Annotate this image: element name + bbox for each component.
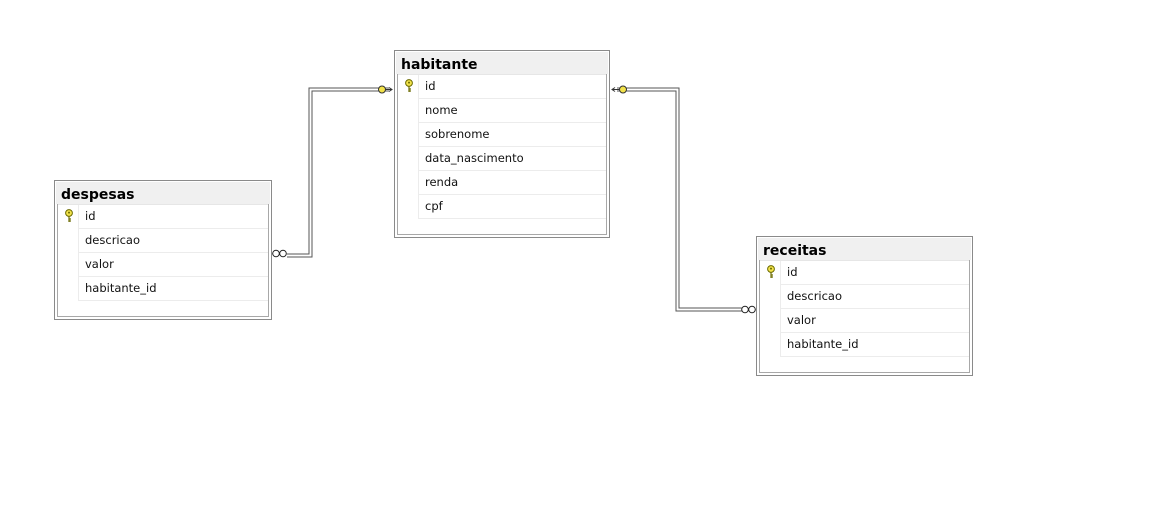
row-gutter	[760, 309, 781, 333]
column-name: renda	[425, 175, 459, 189]
table-title[interactable]: despesas	[56, 182, 270, 204]
row-gutter	[760, 285, 781, 309]
column-name: cpf	[425, 199, 443, 213]
primary-key-icon	[405, 79, 413, 92]
row-gutter	[58, 277, 79, 301]
column-row-cpf[interactable]: cpf	[398, 195, 606, 219]
relationship-habitante-receitas[interactable]	[611, 85, 756, 314]
primary-key-end-icon	[611, 85, 627, 94]
column-row-habitante-id[interactable]: habitante_id	[760, 333, 969, 357]
column-row-nome[interactable]: nome	[398, 99, 606, 123]
column-name: habitante_id	[787, 337, 859, 351]
column-row-descricao[interactable]: descricao	[58, 229, 268, 253]
primary-key-icon	[65, 209, 73, 222]
column-list: id descricao valor habitante_id	[760, 260, 969, 357]
column-name: data_nascimento	[425, 151, 524, 165]
table-title[interactable]: receitas	[758, 238, 971, 260]
column-row-id[interactable]: id	[398, 75, 606, 99]
column-name: valor	[787, 313, 816, 327]
row-gutter	[58, 229, 79, 253]
column-name: valor	[85, 257, 114, 271]
column-row-sobrenome[interactable]: sobrenome	[398, 123, 606, 147]
table-despesas[interactable]: despesas id descricao valor habitante_id	[54, 180, 272, 320]
column-name: descricao	[787, 289, 843, 303]
column-name: id	[787, 265, 798, 279]
column-row-renda[interactable]: renda	[398, 171, 606, 195]
column-list: id nome sobrenome data_nascimento renda …	[398, 74, 606, 219]
column-row-id[interactable]: id	[760, 261, 969, 285]
row-gutter	[760, 333, 781, 357]
table-receitas[interactable]: receitas id descricao valor habitante_id	[756, 236, 973, 376]
table-habitante[interactable]: habitante id nome sobrenome data_nascime…	[394, 50, 610, 238]
column-row-id[interactable]: id	[58, 205, 268, 229]
row-gutter	[58, 253, 79, 277]
column-row-data-nascimento[interactable]: data_nascimento	[398, 147, 606, 171]
column-name: id	[425, 79, 436, 93]
column-row-valor[interactable]: valor	[760, 309, 969, 333]
primary-key-end-icon	[378, 85, 393, 94]
column-name: descricao	[85, 233, 141, 247]
column-row-habitante-id[interactable]: habitante_id	[58, 277, 268, 301]
column-name: sobrenome	[425, 127, 490, 141]
column-name: habitante_id	[85, 281, 157, 295]
column-row-valor[interactable]: valor	[58, 253, 268, 277]
row-gutter	[398, 195, 419, 219]
primary-key-icon	[767, 265, 775, 278]
column-row-descricao[interactable]: descricao	[760, 285, 969, 309]
relationship-habitante-despesas[interactable]	[272, 85, 393, 258]
column-name: id	[85, 209, 96, 223]
column-list: id descricao valor habitante_id	[58, 204, 268, 301]
table-title[interactable]: habitante	[396, 52, 608, 74]
infinity-end-icon	[741, 305, 756, 314]
row-gutter	[398, 171, 419, 195]
row-gutter	[398, 99, 419, 123]
column-name: nome	[425, 103, 458, 117]
infinity-end-icon	[272, 249, 287, 258]
row-gutter	[398, 147, 419, 171]
row-gutter	[398, 123, 419, 147]
